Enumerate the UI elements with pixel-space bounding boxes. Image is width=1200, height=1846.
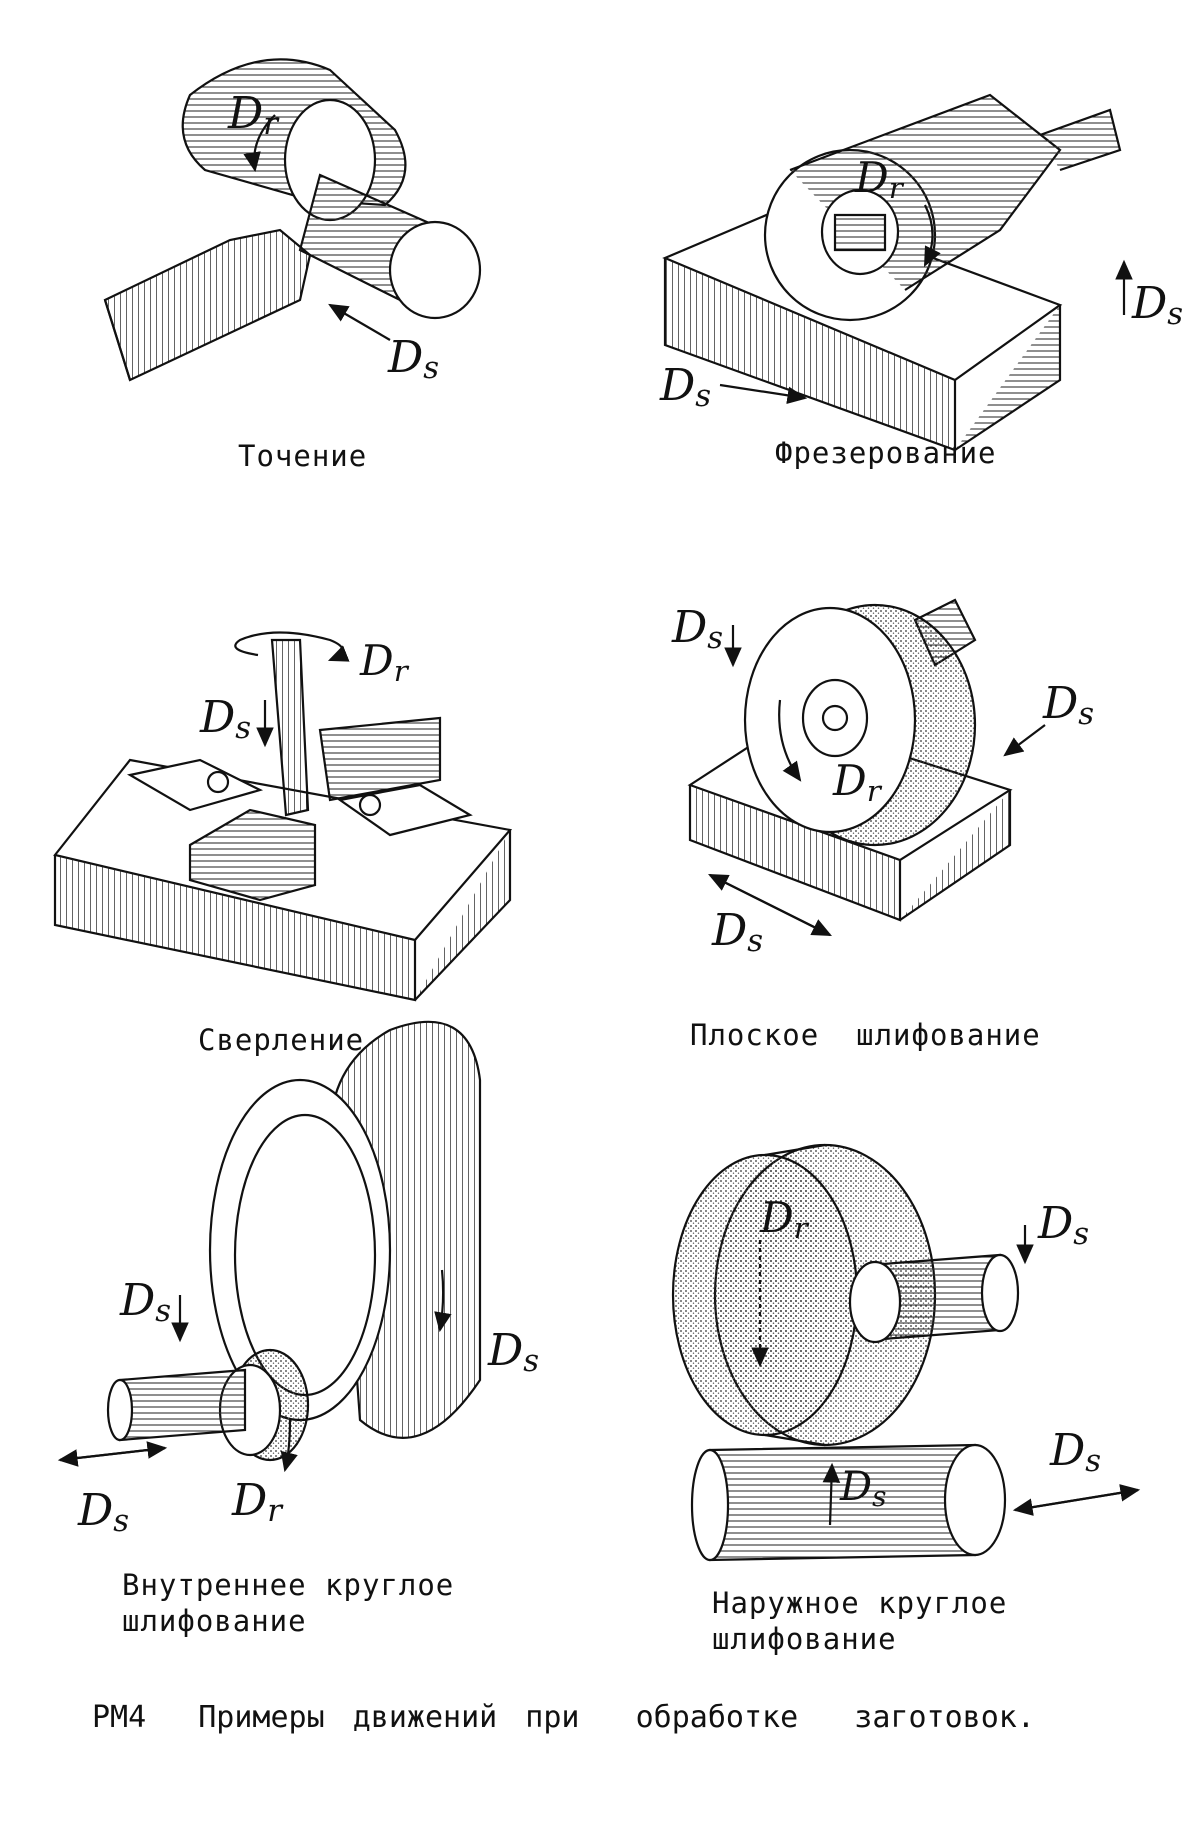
turning-illustration — [103, 58, 482, 382]
caption-milling: Фрезерование — [775, 436, 997, 470]
figure-caption: PM4 Примеры движений при обработке загот… — [92, 1700, 1035, 1735]
milling-rot-label: Dr — [854, 153, 905, 205]
surface-rot-label: Dr — [832, 756, 883, 808]
external-rot-label: Dr — [759, 1193, 810, 1245]
caption-surface-grinding: Плоское шлифование — [690, 1018, 1041, 1052]
external-grinding-illustration — [671, 1143, 1141, 1562]
drilling-illustration — [53, 631, 513, 1002]
caption-external-grinding: Наружное круглое шлифование — [712, 1585, 1007, 1657]
surface-feed2-label: Ds — [1042, 678, 1094, 732]
internal-rot-label: Dr — [231, 1475, 284, 1529]
caption-internal-grinding: Внутреннее круглое шлифование — [122, 1567, 454, 1639]
milling-feed2-label: Ds — [1131, 278, 1183, 332]
caption-turning: Точение — [238, 439, 368, 473]
external-feed1-label: Ds — [1037, 1198, 1089, 1252]
external-feed2-label: Ds — [1049, 1425, 1101, 1479]
external-feed3-label: Ds — [839, 1464, 886, 1513]
internal-feed1-label: Ds — [119, 1275, 171, 1329]
caption-internal-line2: шлифование — [122, 1604, 307, 1638]
milling-feed1-label: Ds — [659, 360, 711, 414]
caption-external-line1: Наружное круглое — [712, 1586, 1008, 1620]
drilling-rot-label: Dr — [359, 636, 410, 688]
caption-drilling: Сверление — [198, 1023, 365, 1057]
internal-feed2-label: Ds — [487, 1325, 539, 1379]
internal-grinding-illustration — [57, 1020, 482, 1473]
turning-rot-label: Dr — [227, 88, 280, 142]
figure-caption-text: Примеры движений при обработке заготовок… — [198, 1700, 1035, 1735]
figure-code: PM4 — [92, 1700, 147, 1735]
turning-feed-label: Ds — [387, 332, 439, 386]
surface-grinding-illustration — [687, 598, 1046, 936]
caption-internal-line1: Внутреннее круглое — [122, 1568, 455, 1602]
drilling-feed-label: Ds — [199, 692, 251, 746]
milling-illustration — [662, 93, 1133, 452]
surface-feed3-label: Ds — [711, 905, 763, 959]
caption-external-line2: шлифование — [712, 1622, 897, 1656]
internal-feed3-label: Ds — [77, 1485, 129, 1539]
surface-feed1-label: Ds — [671, 602, 723, 656]
